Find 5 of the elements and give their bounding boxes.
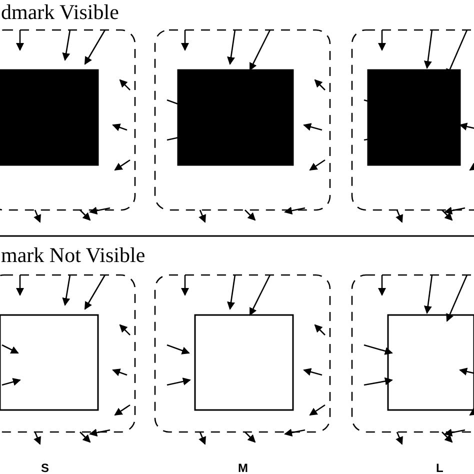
condition-label: L xyxy=(436,462,444,474)
condition-label: S xyxy=(41,462,50,474)
panel-title: dmark Visible xyxy=(1,2,119,23)
panel-title: mark Not Visible xyxy=(1,245,146,266)
condition-label: M xyxy=(238,462,248,474)
